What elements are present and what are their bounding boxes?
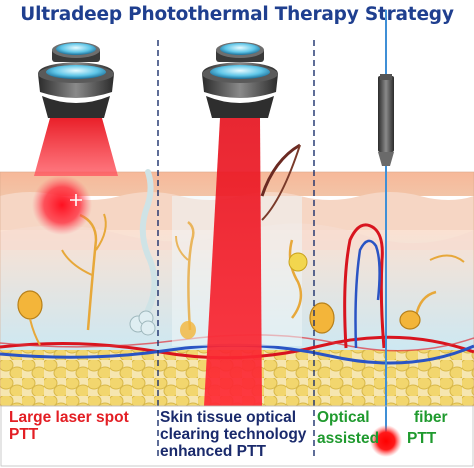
laser-head-icon — [38, 42, 114, 118]
caption-line: enhanced PTT — [160, 443, 266, 460]
sweat-gland-icon — [129, 310, 156, 336]
sebaceous-gland-icon — [17, 290, 43, 320]
caption-line: Large laser spot — [9, 409, 129, 426]
caption-fiber: fiber — [414, 409, 448, 426]
caption-ptt: PTT — [407, 430, 437, 447]
caption-line: Skin tissue optical — [160, 409, 297, 426]
optical-fiber-icon — [378, 10, 394, 440]
caption-optical-clearing: Skin tissue optical clearing technology … — [160, 409, 306, 460]
caption-line: PTT — [9, 426, 39, 443]
hair-follicle-icon — [288, 239, 335, 334]
caption-assisted: assisted — [317, 430, 380, 447]
caption-line: clearing technology — [160, 426, 307, 443]
caption-optical: Optical — [317, 409, 370, 426]
blood-vessel-icon — [343, 223, 386, 349]
laser-beam — [204, 118, 262, 406]
caption-large-laser-spot: Large laser spot PTT — [9, 409, 129, 443]
laser-head-icon — [202, 42, 278, 118]
diagram-title: Ultradeep Photothermal Therapy Strategy — [20, 4, 454, 25]
